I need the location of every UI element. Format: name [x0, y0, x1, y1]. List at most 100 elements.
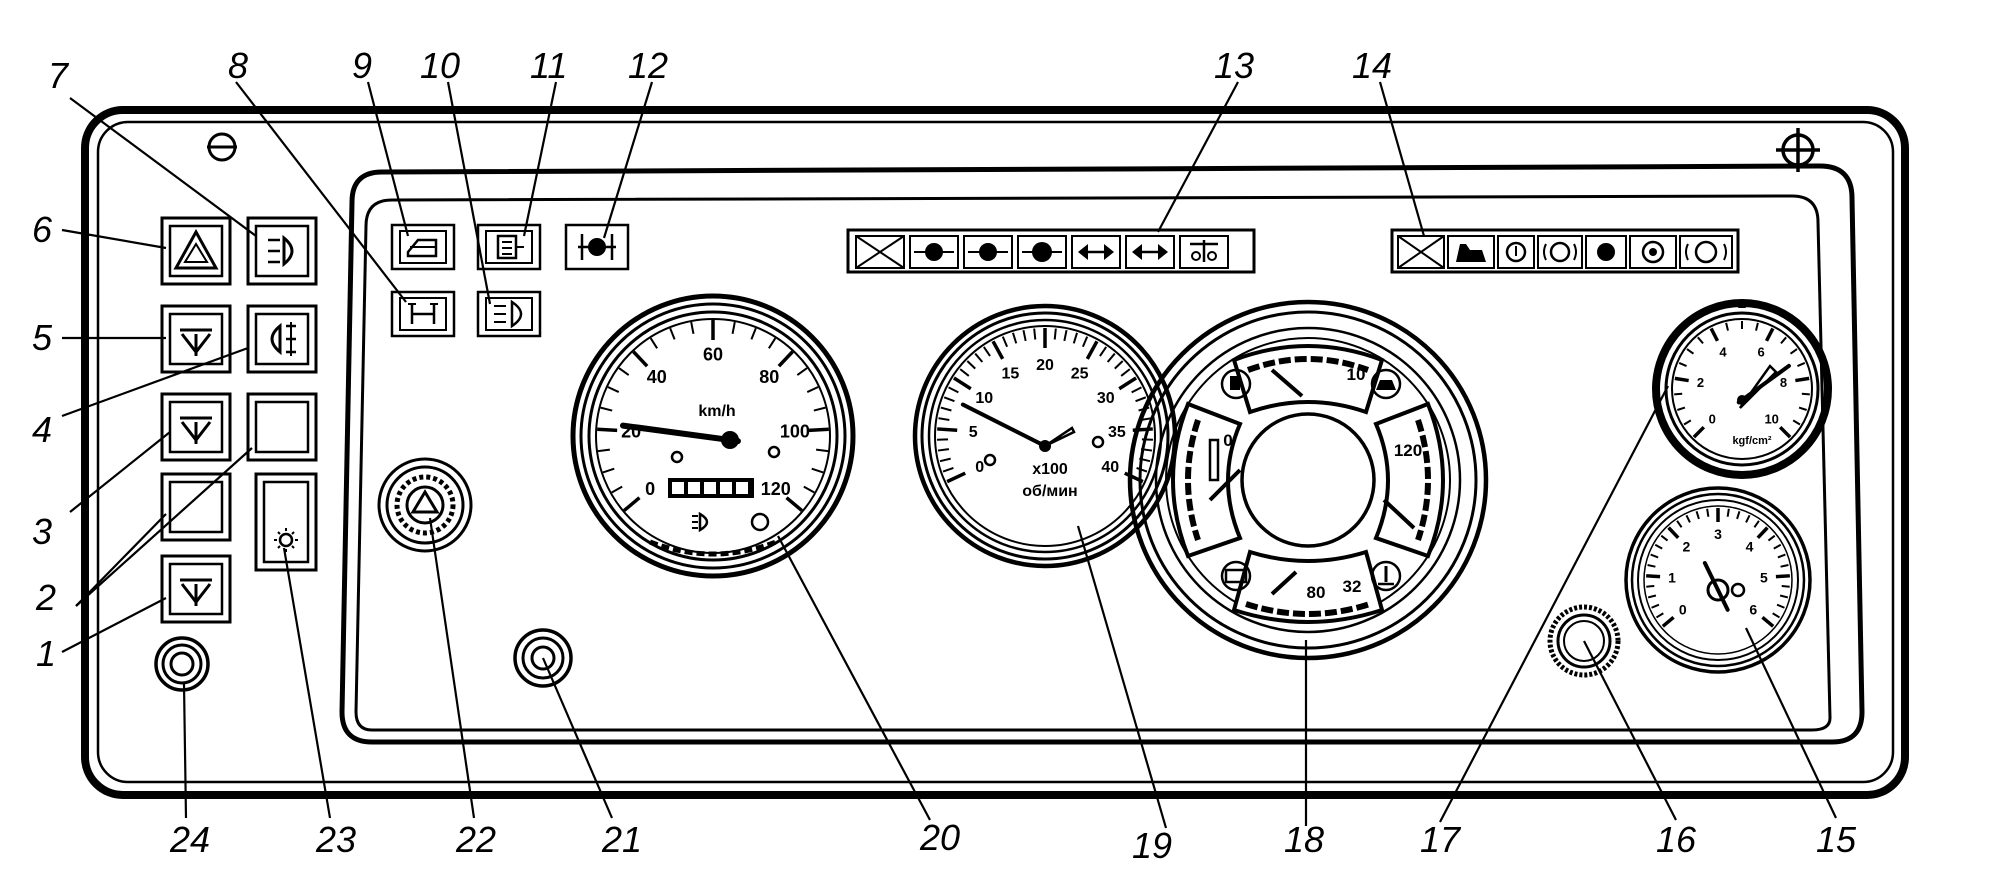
- callout-14: 14: [1352, 45, 1392, 86]
- speedometer-needle: [619, 422, 741, 445]
- tachometer-tick-label: 5: [969, 424, 978, 441]
- lamp-13-icon-6: [1179, 235, 1229, 269]
- pressure_gauge-minor-tick: [1755, 322, 1759, 331]
- speedometer-tick-label: 100: [780, 422, 810, 442]
- small_gauge-minor-tick: [1655, 612, 1664, 619]
- speedometer-lamp-icon: [692, 511, 709, 533]
- rotary-switch-22: [377, 457, 473, 553]
- small_gauge-minor-tick: [1776, 603, 1785, 609]
- tachometer-tick-label: 0: [975, 459, 984, 476]
- speedometer-unit: km/h: [698, 403, 735, 420]
- speedometer-tick-label: 0: [645, 479, 655, 499]
- speedometer-minor-tick: [690, 321, 695, 335]
- small_gauge-tick-label: 5: [1760, 569, 1768, 585]
- tachometer-minor-tick: [937, 448, 950, 452]
- combo-gauge-left-window: 0: [1171, 401, 1243, 559]
- speedometer-minor-tick: [669, 327, 676, 340]
- speedometer-indicator-bottom: [750, 512, 770, 532]
- tachometer-minor-tick: [1135, 396, 1147, 403]
- pressure-gauge-top-marker: [1738, 300, 1746, 308]
- lamp-14-icon-brake-5: [1679, 235, 1733, 269]
- tachometer-major-tick: [952, 376, 972, 391]
- speedometer-tick-marks: [597, 320, 829, 512]
- tachometer-tick-marks: [937, 328, 1153, 484]
- tachometer-major-tick: [937, 427, 958, 432]
- tachometer-minor-tick: [959, 368, 970, 377]
- speedometer-minor-tick: [602, 467, 615, 474]
- combo-gauge-right-needle: [1382, 498, 1416, 530]
- small_gauge-tick-label: 6: [1749, 602, 1757, 618]
- small_gauge-major-tick: [1761, 615, 1775, 628]
- panel-outer-frame: [81, 106, 1909, 799]
- pressure_gauge-minor-tick: [1789, 348, 1798, 355]
- lamp-14-icon-brake-4: [1629, 235, 1677, 269]
- mount-mark-left: [207, 132, 237, 162]
- combo-gauge-right-window: 120: [1373, 401, 1445, 559]
- pressure_gauge-major-tick: [1674, 376, 1689, 383]
- callout-7: 7: [48, 55, 70, 96]
- combo-gauge-fuel-icon: [1220, 368, 1252, 400]
- tachometer-major-tick: [991, 340, 1005, 360]
- small_gauge-minor-tick: [1779, 594, 1789, 599]
- combo-gauge-bottom-needle: [1270, 570, 1298, 596]
- combo-gauge-left-label: 0: [1223, 431, 1232, 450]
- lamp-9: [390, 223, 456, 271]
- small_gauge-minor-tick: [1685, 514, 1691, 523]
- small_gauge-minor-tick: [1650, 553, 1659, 559]
- speedometer-tick-label: 80: [759, 367, 779, 387]
- callout-24: 24: [169, 819, 210, 860]
- tachometer-minor-tick: [1081, 336, 1089, 348]
- tachometer-minor-tick: [983, 346, 991, 357]
- tachometer-minor-tick: [1120, 368, 1131, 377]
- small_gauge-major-tick: [1775, 574, 1790, 579]
- callout-labels: 1 2 3 4 5 6 7 8 9 10 11 12 13 14 15 16 1…: [32, 45, 1857, 866]
- tachometer-minor-tick: [1131, 386, 1142, 394]
- speedometer-minor-tick: [607, 386, 620, 393]
- callout-23: 23: [315, 819, 356, 860]
- speedometer-tick-label: 40: [647, 367, 667, 387]
- small_gauge-minor-tick: [1654, 543, 1663, 550]
- combo-gauge-temperature-icon: [1370, 560, 1402, 592]
- small_gauge-tick-label: 0: [1679, 602, 1687, 618]
- pressure_gauge-minor-tick: [1677, 406, 1686, 411]
- callout-18: 18: [1284, 819, 1324, 860]
- speedometer-major-tick: [808, 427, 829, 433]
- tachometer-tick-label: 15: [1001, 366, 1019, 383]
- speedometer-minor-tick: [600, 406, 613, 412]
- combo-gauge-battery-icon: [1220, 560, 1252, 592]
- combo-gauge-bottom-label-1: 80: [1307, 583, 1326, 602]
- speedometer-minor-tick: [731, 321, 736, 335]
- tachometer-minor-tick: [1022, 329, 1027, 342]
- panel-inner-frame: [339, 163, 1865, 745]
- pressure_gauge-major-tick: [1778, 425, 1792, 439]
- tachometer-minor-tick: [1072, 332, 1078, 344]
- tachometer-minor-tick: [1106, 352, 1116, 363]
- speedometer-minor-tick: [618, 367, 630, 376]
- callout-6: 6: [32, 209, 53, 250]
- tachometer-minor-tick: [1063, 329, 1068, 342]
- small_gauge-minor-tick: [1647, 564, 1656, 568]
- tachometer-minor-tick: [1001, 336, 1009, 348]
- tachometer-minor-tick: [1099, 346, 1107, 357]
- button-21: [513, 628, 573, 688]
- speedometer-indicator-right: [767, 445, 781, 459]
- tachometer-major-tick: [1118, 376, 1138, 391]
- small_gauge-minor-tick: [1646, 584, 1655, 588]
- lamp-13-icon-3: [1017, 235, 1067, 269]
- tachometer-needle-tail: [1044, 426, 1076, 448]
- tachometer-minor-tick: [938, 417, 950, 421]
- combo-gauge: 10 0 120 80 32: [1127, 299, 1489, 661]
- small_gauge-minor-tick: [1753, 520, 1760, 528]
- callout-5: 5: [32, 317, 53, 358]
- small_gauge-minor-tick: [1773, 543, 1782, 550]
- speedometer-minor-tick: [750, 327, 757, 340]
- pressure_gauge-tick-label: 10: [1764, 411, 1778, 426]
- speedometer-hub: [721, 431, 739, 449]
- pressure_gauge-tick-label: 6: [1757, 344, 1764, 359]
- pressure_gauge-minor-tick: [1792, 419, 1801, 426]
- callout-4: 4: [32, 409, 52, 450]
- tachometer-tick-label: 35: [1108, 424, 1126, 441]
- pressure_gauge-major-tick: [1692, 425, 1706, 439]
